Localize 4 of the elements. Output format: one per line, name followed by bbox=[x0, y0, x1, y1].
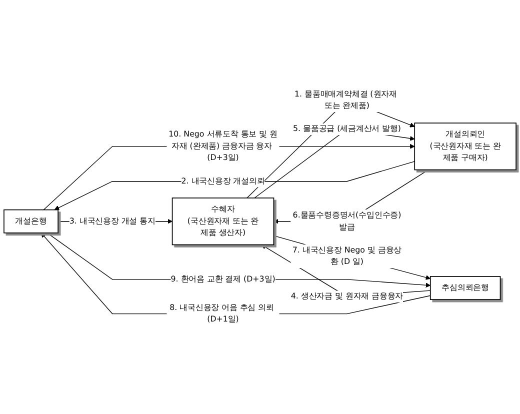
arrow bbox=[46, 232, 431, 288]
arrow bbox=[40, 232, 431, 314]
arrow bbox=[43, 144, 415, 210]
arrow bbox=[54, 161, 415, 210]
